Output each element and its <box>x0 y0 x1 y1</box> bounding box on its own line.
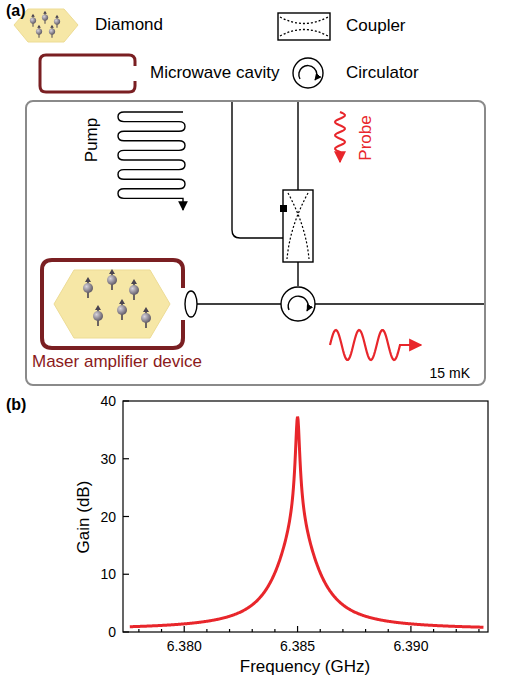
x-tick <box>365 629 366 632</box>
device-label: Maser amplifier device <box>32 352 202 372</box>
gain-chart <box>123 401 488 632</box>
y-tick <box>123 458 129 459</box>
tick-label: 30 <box>100 451 116 467</box>
pump-feed-line <box>232 101 283 238</box>
signal-label: Probe <box>356 115 376 160</box>
legend-text: Microwave cavity <box>150 63 279 83</box>
tick-label: 20 <box>100 508 116 524</box>
x-tick <box>184 626 185 632</box>
coupling-antenna <box>185 291 197 317</box>
x-tick <box>161 629 162 632</box>
cavity-wall <box>42 260 183 348</box>
pump-line <box>118 112 185 210</box>
x-tick <box>229 629 230 632</box>
main-line <box>197 101 485 304</box>
x-tick <box>206 629 207 632</box>
circulator-symbol <box>281 287 315 321</box>
legend-text: Diamond <box>95 15 163 35</box>
tick-label: 40 <box>100 393 116 409</box>
cavity-diamond <box>54 269 170 338</box>
axis-title: Frequency (GHz) <box>240 657 370 677</box>
panel-label: (b) <box>6 396 26 414</box>
x-tick <box>388 629 389 632</box>
tick-label: 10 <box>100 566 116 582</box>
x-tick <box>456 629 457 632</box>
x-tick <box>478 629 479 632</box>
x-tick <box>252 629 253 632</box>
amplified-output <box>330 330 421 360</box>
panel-label: (a) <box>6 2 26 20</box>
y-tick <box>123 631 129 632</box>
legend-text: Circulator <box>346 63 419 83</box>
x-tick <box>433 629 434 632</box>
microwave-cavity: Maser amplifier device <box>40 258 185 350</box>
x-tick <box>320 629 321 632</box>
x-tick <box>342 629 343 632</box>
cavity-outline <box>40 258 185 350</box>
legend-coupler-icon <box>278 13 330 40</box>
temperature-label: 15 mK <box>430 365 470 381</box>
y-tick <box>123 516 129 517</box>
signal-label: Pump <box>82 118 102 162</box>
setup-enclosure: 15 mK Maser amplifier device <box>25 100 486 386</box>
x-tick <box>297 626 298 632</box>
tick-label: 6.385 <box>280 638 315 654</box>
probe-signal <box>335 112 345 162</box>
gain-curve <box>130 417 484 628</box>
x-tick <box>410 626 411 632</box>
y-tick <box>123 574 129 575</box>
legend-text: Coupler <box>346 16 406 36</box>
legend-circulator-icon <box>293 58 323 88</box>
legend-cavity-icon <box>40 55 135 92</box>
y-tick <box>123 400 129 401</box>
x-tick <box>138 629 139 632</box>
axis-title: Gain (dB) <box>74 481 94 554</box>
coupler-symbol <box>280 190 313 262</box>
tick-label: 0 <box>108 624 116 640</box>
x-tick <box>274 629 275 632</box>
tick-label: 6.390 <box>393 638 428 654</box>
tick-label: 6.380 <box>167 638 202 654</box>
